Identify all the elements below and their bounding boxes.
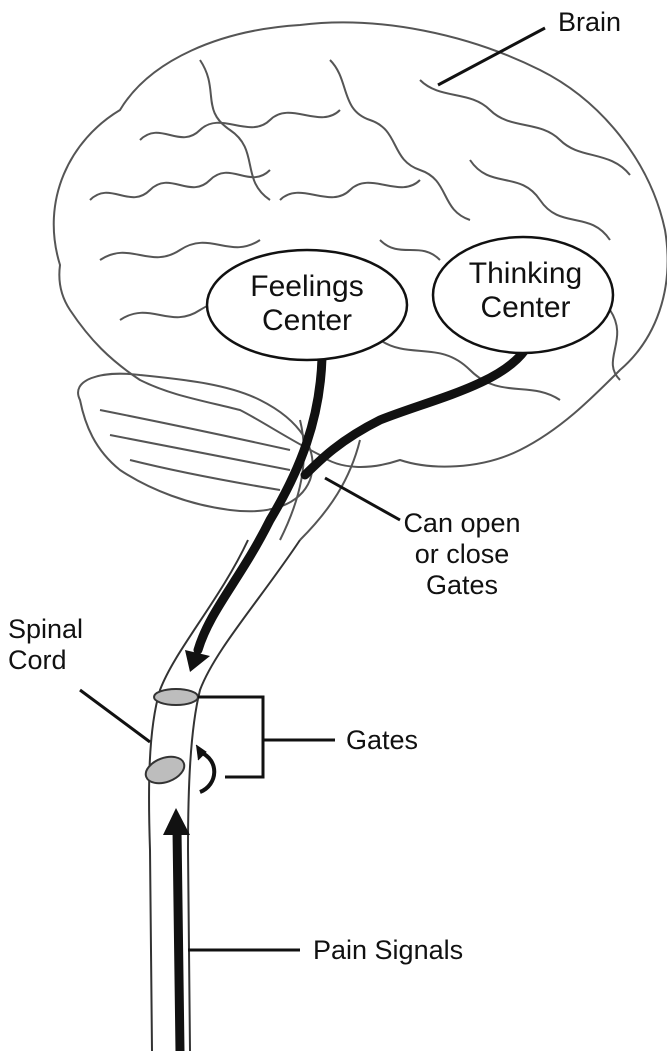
brain-fold bbox=[420, 80, 630, 175]
thinking-center-line2: Center bbox=[463, 291, 588, 325]
can-open-line3: Gates bbox=[398, 570, 526, 601]
down-arrow-head bbox=[185, 650, 210, 672]
spinal-cord-line2: Cord bbox=[8, 645, 83, 676]
spinal-cord-label: Spinal Cord bbox=[8, 614, 83, 676]
spinal-cord bbox=[149, 540, 300, 1051]
spinal-cord-line1: Spinal bbox=[8, 614, 83, 645]
feelings-center-line2: Center bbox=[247, 304, 367, 338]
brain-leader-line bbox=[438, 28, 545, 85]
brain-fold bbox=[90, 170, 270, 200]
cerebellum bbox=[78, 374, 312, 512]
feelings-center-pathway bbox=[198, 358, 322, 650]
brain-fold bbox=[330, 60, 470, 220]
cerebellum-line bbox=[100, 410, 290, 450]
gates-bracket bbox=[198, 697, 263, 777]
can-open-leader-line bbox=[325, 478, 400, 520]
can-open-line1: Can open bbox=[398, 508, 526, 539]
can-open-label: Can open or close Gates bbox=[398, 508, 526, 601]
brain-fold bbox=[280, 180, 420, 200]
cerebellum-line bbox=[110, 435, 290, 470]
upper-gate-disc bbox=[154, 689, 198, 705]
brain-fold bbox=[140, 110, 340, 140]
feelings-center-line1: Feelings bbox=[247, 270, 367, 304]
gates-label: Gates bbox=[346, 725, 418, 756]
brain-fold bbox=[100, 240, 260, 260]
spinal-cord-right-edge bbox=[188, 540, 300, 1051]
pain-signal-pathway bbox=[163, 808, 190, 1051]
thinking-center-line1: Thinking bbox=[463, 257, 588, 291]
feelings-center-label: Feelings Center bbox=[247, 270, 367, 338]
brain-fold bbox=[380, 240, 440, 260]
brain-label: Brain bbox=[558, 7, 621, 38]
brain-fold bbox=[470, 160, 610, 240]
spinal-cord-leader-line bbox=[80, 690, 150, 742]
thinking-center-pathway bbox=[305, 350, 525, 475]
rotate-arrow-icon bbox=[196, 745, 214, 792]
brain-outline bbox=[54, 22, 667, 467]
pain-signals-label: Pain Signals bbox=[313, 935, 463, 966]
spinal-cord-left-edge bbox=[149, 540, 248, 1051]
thinking-center-label: Thinking Center bbox=[463, 257, 588, 325]
up-arrow-head bbox=[163, 808, 190, 835]
can-open-line2: or close bbox=[398, 539, 526, 570]
